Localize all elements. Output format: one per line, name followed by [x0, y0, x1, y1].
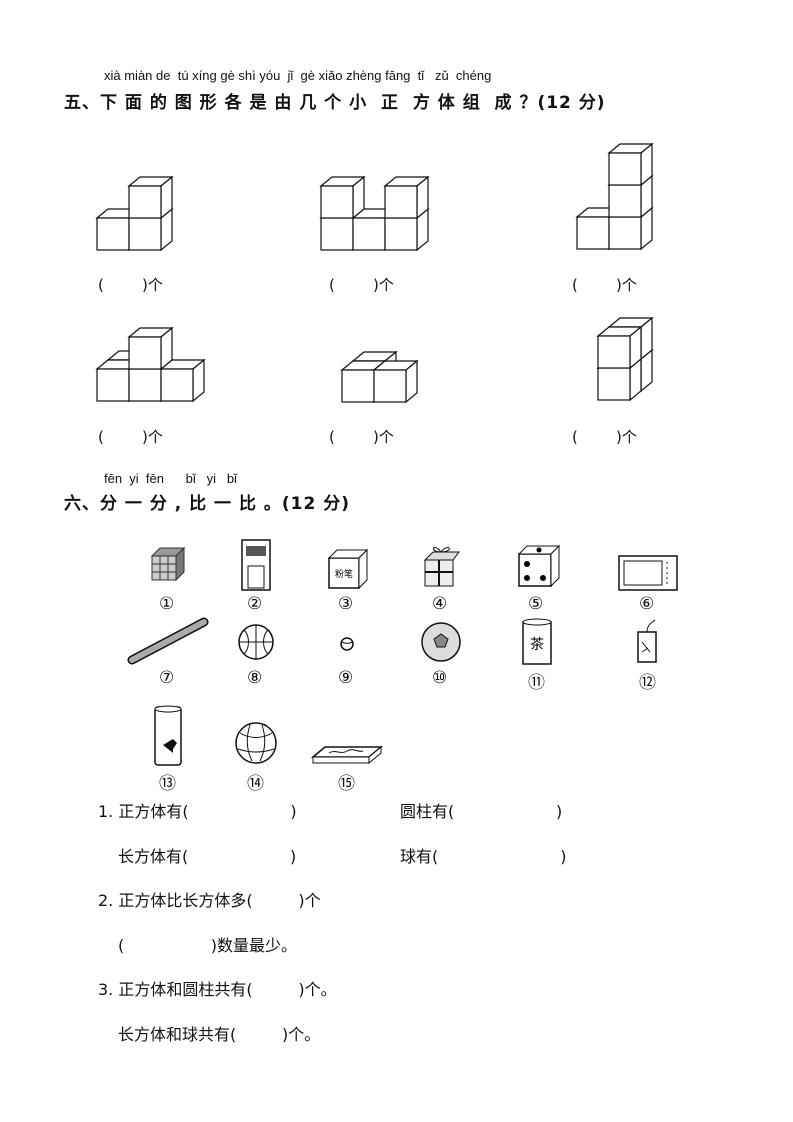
cube: [607, 142, 654, 187]
cube-figure-4: [95, 326, 206, 403]
basketball-icon: [238, 624, 274, 660]
cube-figure-6: [596, 316, 654, 402]
answer-blank-1[interactable]: ( )个: [98, 276, 163, 294]
item-number: ⑮: [338, 774, 355, 794]
item-number: ⑥: [639, 594, 655, 614]
cube: [383, 175, 430, 220]
section6-pinyin: fēn yi fēn bǐ yi bǐ: [104, 471, 237, 486]
svg-text:茶: 茶: [530, 637, 544, 653]
section5-pinyin: xià miàn de tú xíng gè shì yóu jǐ gè xiǎ…: [104, 68, 492, 83]
item-number: ⑫: [639, 673, 656, 693]
answer-blank-2[interactable]: ( )个: [329, 276, 394, 294]
microwave-icon: [618, 555, 678, 591]
cube: [127, 175, 174, 220]
item-number: ⑪: [528, 673, 545, 693]
section5-title: 五、下 面 的 图 形 各 是 由 几 个 小 正 方 体 组 成 ？(12 分…: [64, 93, 606, 113]
section6-title: 六、分 一 分 , 比 一 比 。(12 分): [64, 494, 351, 514]
computer-tower-icon: [241, 539, 271, 591]
answer-blank-4[interactable]: ( )个: [98, 428, 163, 446]
question-1-cylinders[interactable]: 圆柱有( ): [400, 802, 563, 821]
item-number: ⑤: [528, 594, 544, 614]
dice-icon: [517, 544, 561, 588]
book-icon: [310, 745, 384, 765]
item-number: ③: [338, 594, 354, 614]
question-2b[interactable]: ( )数量最少。: [118, 936, 297, 955]
cube: [127, 326, 174, 371]
question-1-cubes[interactable]: 1. 正方体有( ): [98, 802, 297, 821]
chalk-box-icon: 粉笔: [327, 548, 369, 590]
answer-blank-3[interactable]: ( )个: [572, 276, 637, 294]
svg-text:粉笔: 粉笔: [335, 568, 353, 580]
firecracker-icon: [637, 619, 657, 663]
cube-figure-3: [575, 142, 654, 251]
gift-box-icon: [423, 547, 460, 587]
item-number: ④: [432, 594, 448, 614]
shuttlecock-tube-icon: [154, 705, 182, 766]
item-number: ⑨: [338, 668, 354, 688]
item-number: ⑭: [247, 774, 264, 794]
soccer-ball-icon: [421, 622, 461, 662]
cube-figure-5: [340, 350, 419, 404]
question-2a[interactable]: 2. 正方体比长方体多( )个: [98, 891, 321, 910]
answer-blank-6[interactable]: ( )个: [572, 428, 637, 446]
cube: [596, 325, 643, 370]
cube: [372, 359, 419, 404]
question-3b[interactable]: 长方体和球共有( )个。: [118, 1025, 321, 1044]
tea-can-icon: 茶: [522, 618, 552, 665]
cube-figure-2: [319, 175, 430, 252]
rubiks-cube-icon: [150, 546, 186, 582]
item-number: ⑧: [247, 668, 263, 688]
answer-blank-5[interactable]: ( )个: [329, 428, 394, 446]
cube-figure-1: [95, 175, 174, 252]
question-3a[interactable]: 3. 正方体和圆柱共有( )个。: [98, 980, 337, 999]
item-number: ⑩: [432, 668, 448, 688]
stick-icon: [127, 617, 209, 665]
cube: [319, 175, 366, 220]
small-ball-icon: [340, 637, 354, 651]
item-number: ①: [159, 594, 175, 614]
item-number: ②: [247, 594, 263, 614]
item-number: ⑦: [159, 668, 175, 688]
item-number: ⑬: [159, 774, 176, 794]
question-1-cuboids[interactable]: 长方体有( ): [118, 847, 297, 866]
question-1-spheres[interactable]: 球有( ): [400, 847, 567, 866]
cube: [159, 358, 206, 403]
beach-ball-icon: [235, 722, 277, 764]
